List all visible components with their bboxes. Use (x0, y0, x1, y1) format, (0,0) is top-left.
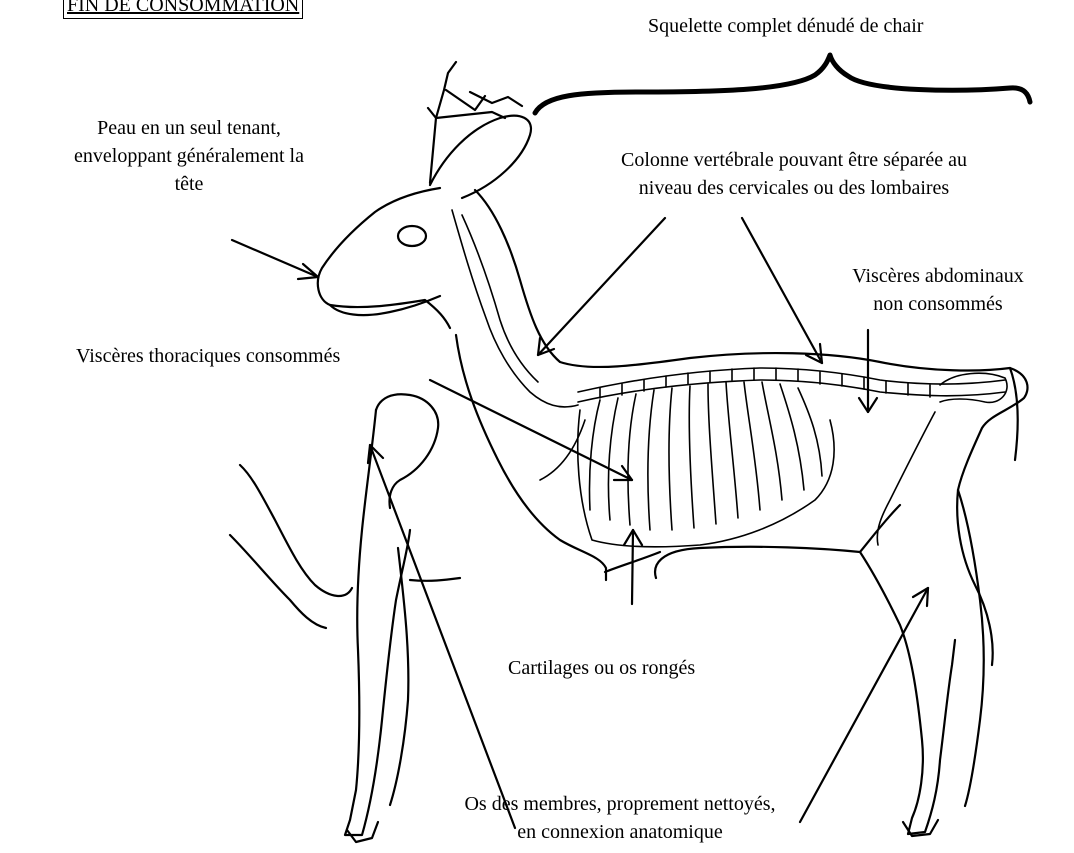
label-thoracic-line: Viscères thoraciques consommés (76, 342, 340, 370)
femur (877, 412, 935, 545)
label-skin-line-3: tête (34, 170, 344, 198)
label-skin-line-1: Peau en un seul tenant, (34, 114, 344, 142)
arrow-spine-neck (538, 218, 665, 355)
skeleton-brace (535, 55, 1030, 113)
page-title: FIN DE CONSOMMATION (63, 0, 303, 19)
front-body (240, 465, 352, 596)
label-limbs-line-2: en connexion anatomique (430, 818, 810, 846)
hind-leg (860, 552, 955, 834)
arrow-skin (232, 240, 318, 277)
rump (1010, 368, 1018, 460)
vertebra-ticks (600, 368, 930, 398)
arrow-limb-hind (800, 588, 928, 822)
ground-line (410, 578, 460, 581)
eye-socket (398, 226, 426, 246)
ribs (578, 382, 834, 547)
label-abdominal-line-2: non consommés (830, 290, 1046, 318)
spine-and-ribs (452, 210, 1007, 547)
arrow-cartilage (632, 530, 633, 604)
shoulder (376, 394, 438, 508)
hind-leg-back (958, 490, 984, 806)
front-leg (345, 410, 410, 835)
label-skeleton: Squelette complet dénudé de chair (648, 12, 923, 40)
vertebral-column (578, 368, 1005, 392)
belly (655, 505, 900, 578)
label-thoracic: Viscères thoraciques consommés (76, 342, 340, 370)
label-cartilage: Cartilages ou os rongés (508, 654, 695, 682)
arrow-thoracic (430, 380, 632, 480)
label-spine: Colonne vertébrale pouvant être séparée … (578, 146, 1010, 202)
pelvis (940, 373, 1007, 402)
head (318, 188, 450, 328)
label-limbs-line-1: Os des membres, proprement nettoyés, (430, 790, 810, 818)
label-abdominal: Viscères abdominaux non consommés (830, 262, 1046, 318)
label-spine-line-2: niveau des cervicales ou des lombaires (578, 174, 1010, 202)
neck-front (456, 335, 606, 580)
label-limbs: Os des membres, proprement nettoyés, en … (430, 790, 810, 846)
label-cartilage-line: Cartilages ou os rongés (508, 654, 695, 682)
arrowhead-skin (298, 264, 318, 279)
label-skin-line-2: enveloppant généralement la (34, 142, 344, 170)
label-skin: Peau en un seul tenant, enveloppant géné… (34, 114, 344, 198)
arrow-spine-back (742, 218, 822, 363)
ear (430, 116, 531, 198)
label-abdominal-line-1: Viscères abdominaux (830, 262, 1046, 290)
cervical-spine (452, 210, 578, 407)
label-skeleton-line: Squelette complet dénudé de chair (648, 12, 923, 40)
label-spine-line-1: Colonne vertébrale pouvant être séparée … (578, 146, 1010, 174)
